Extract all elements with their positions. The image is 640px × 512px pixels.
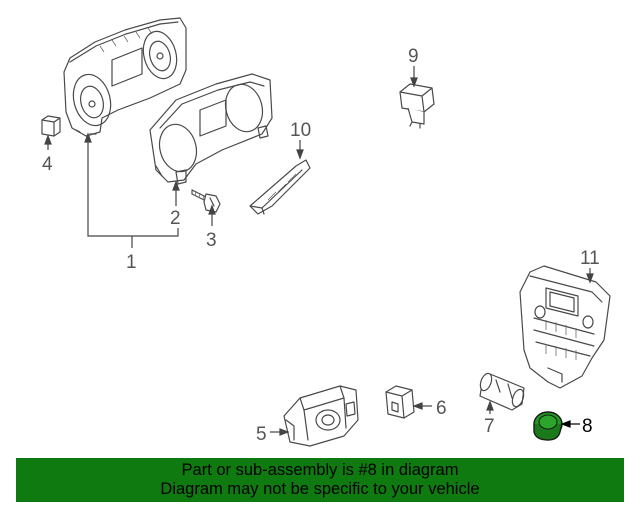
part-4-clip[interactable] [41,115,61,137]
part-10-switch-bar[interactable] [249,159,311,215]
callout-2: 2 [170,208,181,229]
callout-10: 10 [290,120,311,141]
callout-6: 6 [436,398,447,419]
callout-5: 5 [256,424,267,445]
callout-9: 9 [408,46,419,67]
part-1-cluster-bezel[interactable] [63,17,187,137]
callout-11: 11 [580,248,600,269]
part-2-cluster-housing[interactable] [149,73,273,185]
banner-line-2: Diagram may not be specific to your vehi… [160,480,480,498]
part-8-knob[interactable] [533,411,563,441]
part-7-cylinder-switch[interactable] [478,372,526,411]
callout-labels: 1 2 3 4 5 6 7 8 9 10 11 [42,46,600,445]
info-banner: Part or sub-assembly is #8 in diagram Di… [16,458,624,502]
callout-1: 1 [126,252,137,273]
callout-4: 4 [42,154,53,175]
callout-8: 8 [582,416,593,437]
part-6-switch[interactable] [385,385,415,419]
part-9-connector[interactable] [399,83,435,129]
part-5-headlamp-switch[interactable] [283,385,359,447]
callout-7: 7 [484,416,495,437]
banner-line-1: Part or sub-assembly is #8 in diagram [181,461,459,479]
part-3-screw[interactable] [191,189,221,213]
callout-3: 3 [206,230,217,251]
part-11-console-bezel[interactable] [519,265,611,389]
leader-lines [44,66,594,436]
